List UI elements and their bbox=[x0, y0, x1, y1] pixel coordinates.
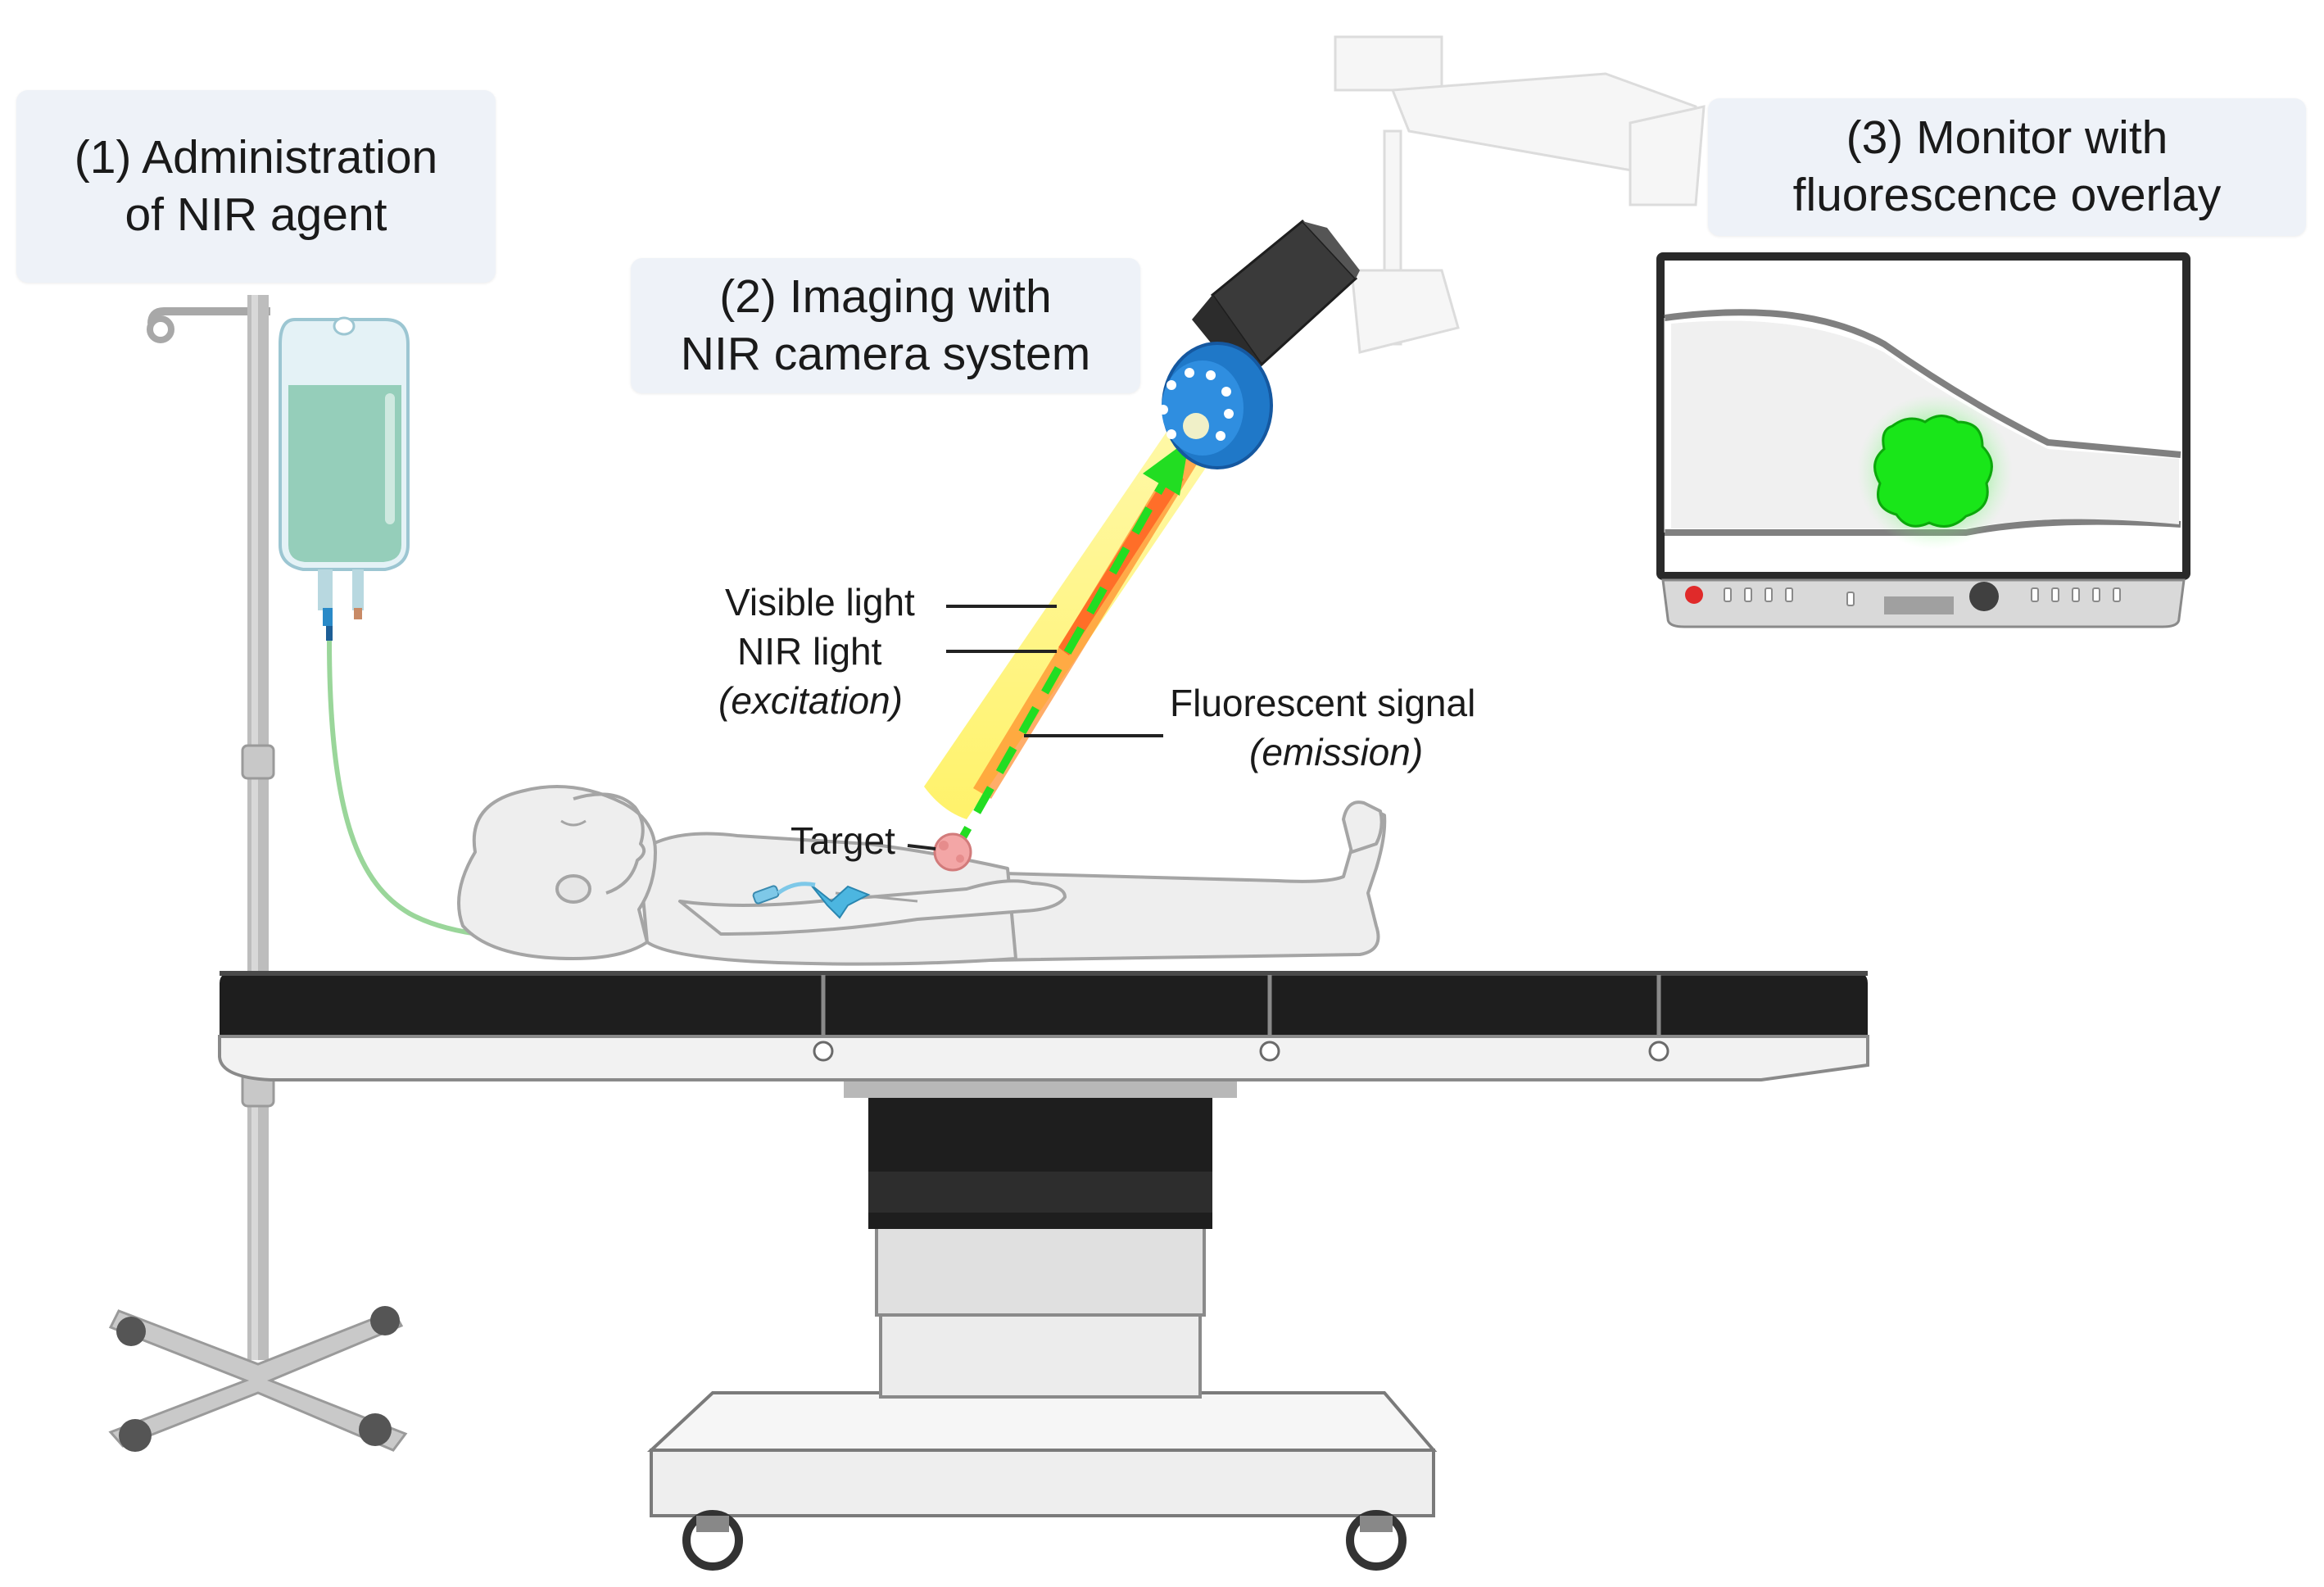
fluorescence-spot bbox=[1873, 415, 1993, 528]
step1-box: (1) Administration of NIR agent bbox=[16, 90, 496, 283]
operating-table bbox=[218, 971, 1869, 1571]
patient-figure bbox=[457, 785, 1387, 966]
iv-bag bbox=[279, 316, 410, 641]
step1-line1: (1) Administration bbox=[74, 130, 438, 184]
monitor bbox=[1656, 252, 2190, 628]
step3-box: (3) Monitor with fluorescence overlay bbox=[1708, 98, 2306, 236]
visible-light-label: Visible light bbox=[725, 581, 915, 623]
nir-light-label: NIR light bbox=[737, 630, 882, 673]
fluorescent-signal-label: Fluorescent signal bbox=[1170, 682, 1476, 724]
step3-line1: (3) Monitor with bbox=[1846, 111, 2168, 165]
target-label: Target bbox=[791, 819, 895, 862]
step3-line2: fluorescence overlay bbox=[1792, 169, 2222, 221]
iv-cannula bbox=[752, 882, 871, 919]
emission-label: (emission) bbox=[1249, 731, 1424, 773]
excitation-label: (excitation) bbox=[718, 679, 903, 722]
emission-arrow bbox=[950, 481, 1167, 855]
target-tumor bbox=[933, 832, 972, 872]
leader-lines bbox=[907, 605, 1163, 850]
iv-pole bbox=[108, 295, 408, 1452]
step2-box: (2) Imaging with NIR camera system bbox=[631, 258, 1140, 393]
surgical-arm bbox=[1334, 35, 1706, 354]
nir-camera bbox=[1158, 219, 1360, 469]
emission-arrowhead bbox=[1143, 439, 1189, 496]
step2-line1: (2) Imaging with bbox=[719, 270, 1052, 323]
step1-line2: of NIR agent bbox=[125, 188, 387, 241]
step2-line2: NIR camera system bbox=[680, 327, 1091, 380]
